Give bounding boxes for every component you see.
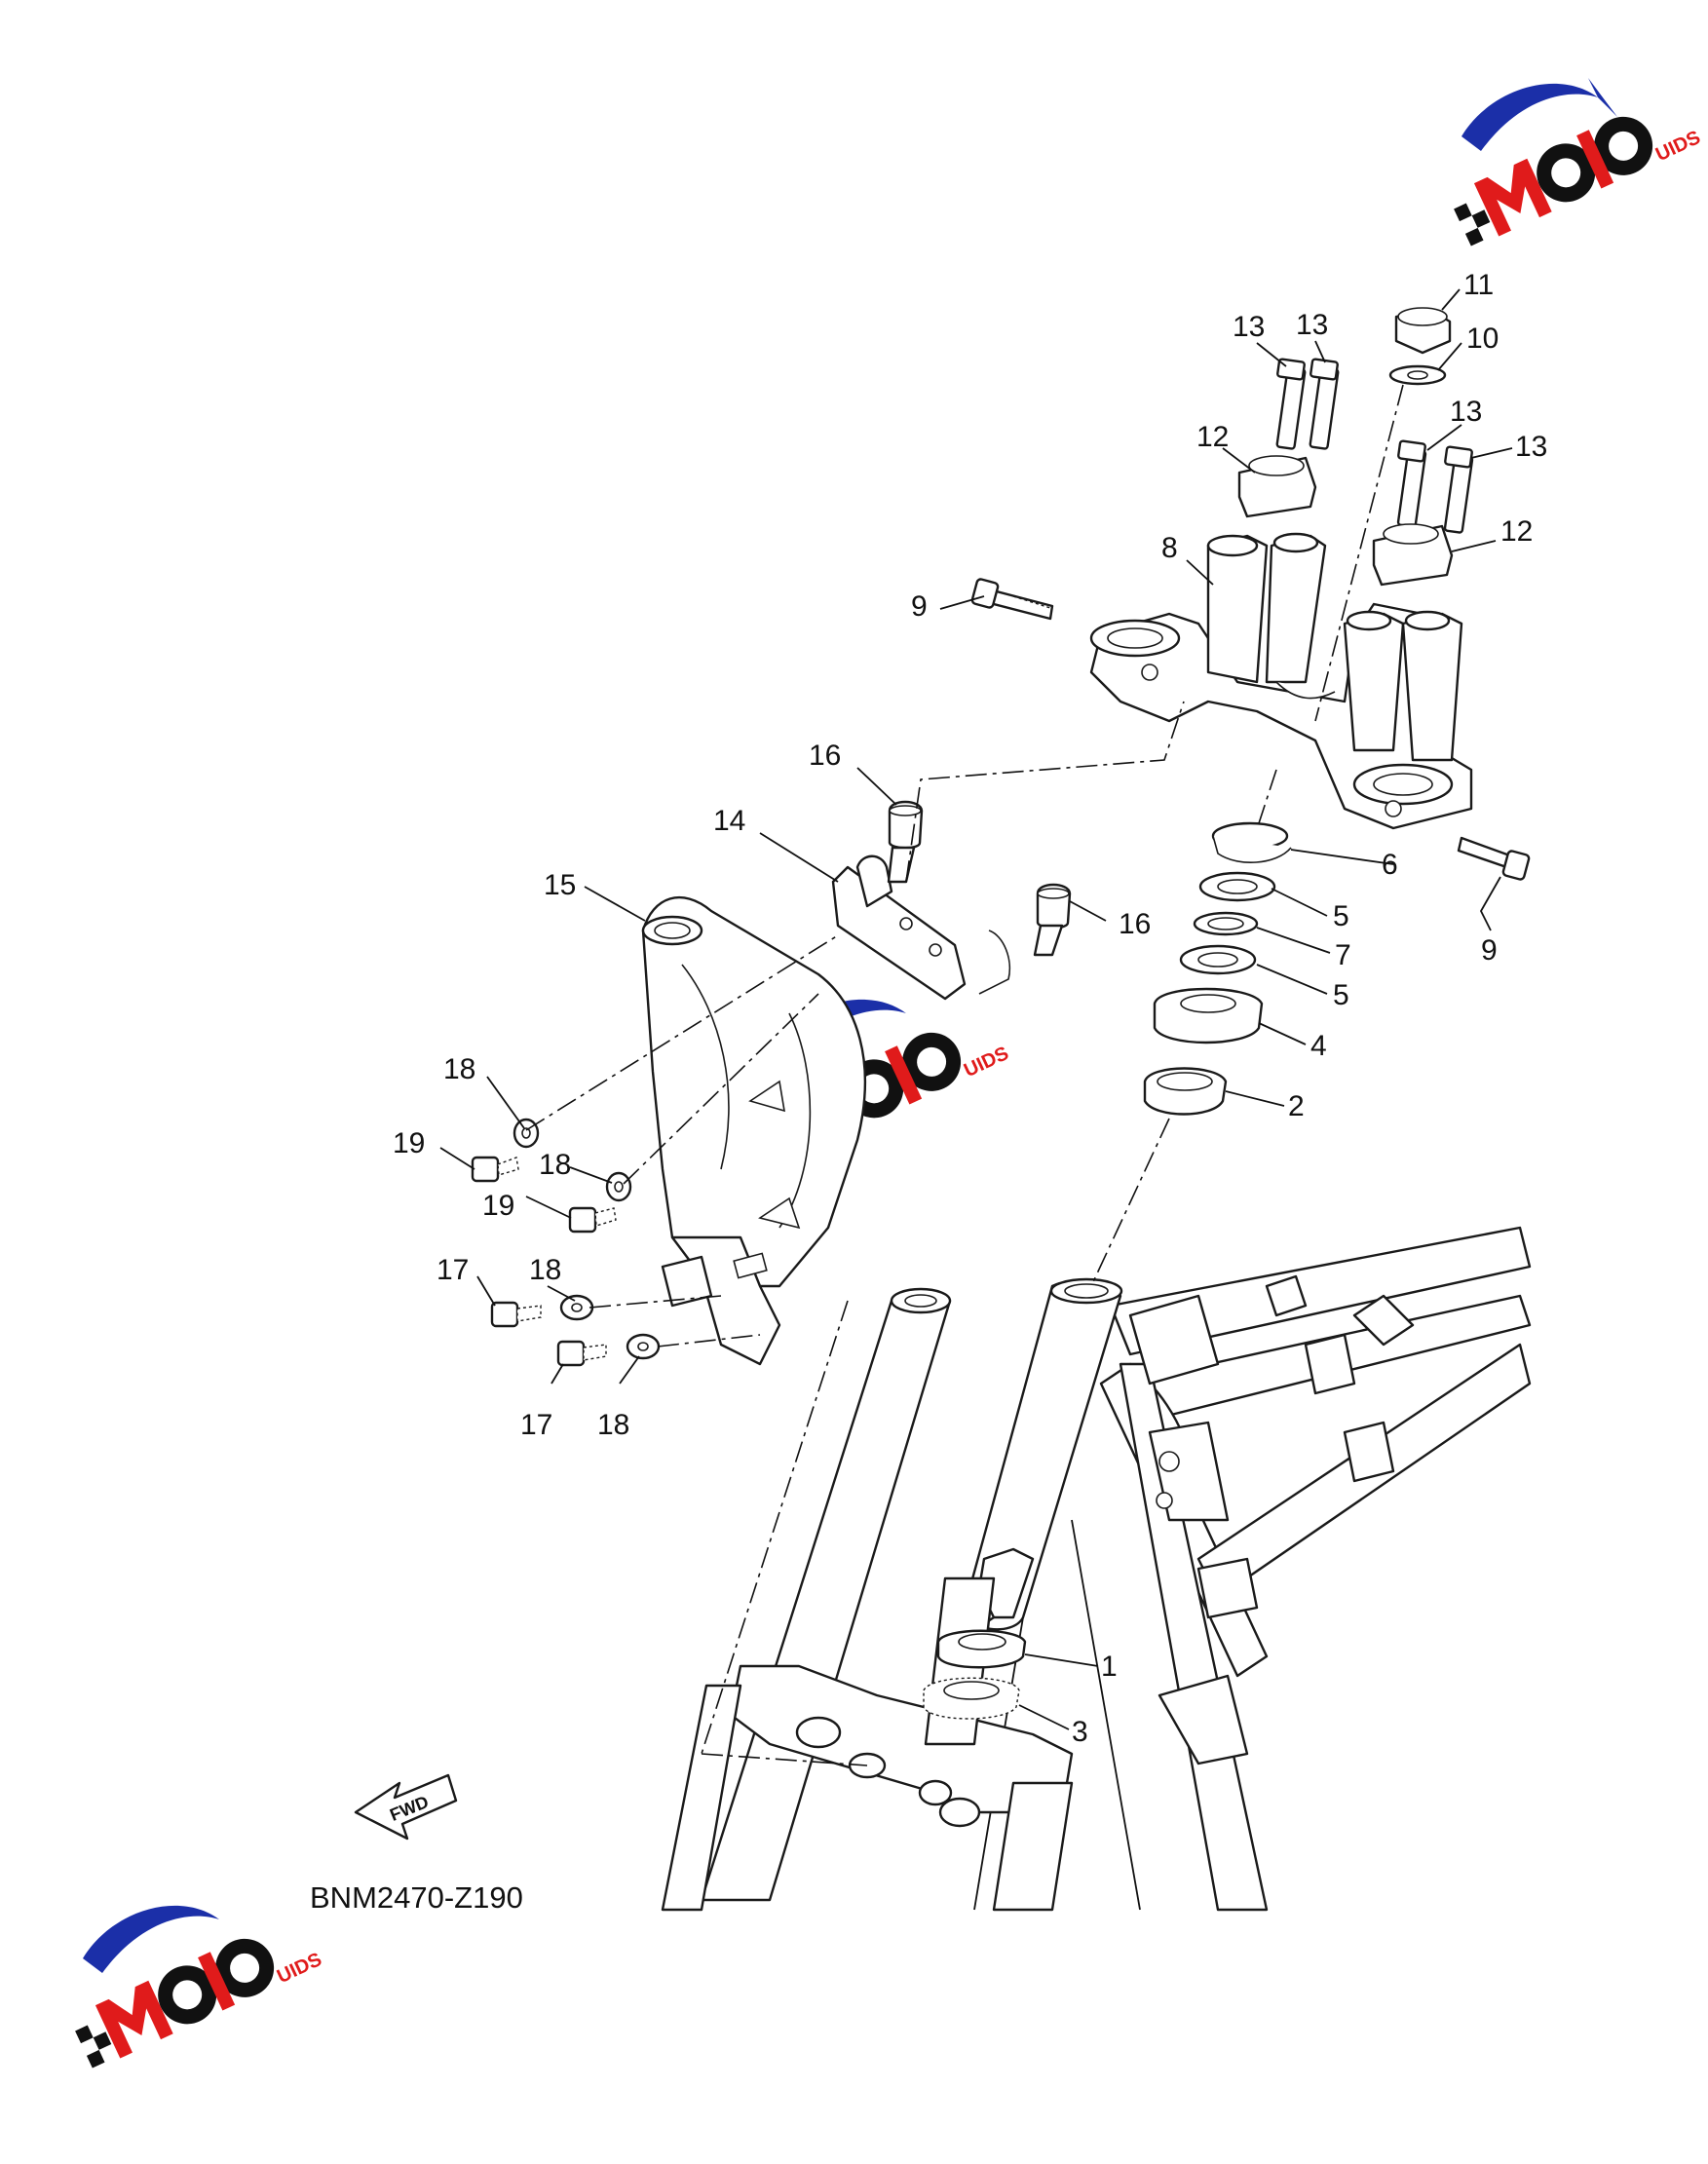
callout-14: 14: [713, 805, 745, 837]
callout-18b: 18: [539, 1149, 571, 1181]
callout-19b: 19: [482, 1190, 514, 1222]
cable-guide-14: [831, 854, 1010, 1001]
callout-12a: 12: [1196, 421, 1229, 453]
callout-15: 15: [544, 869, 576, 901]
callout-10: 10: [1466, 323, 1499, 355]
bearing-stack: [923, 821, 1292, 1720]
callout-5b: 5: [1333, 979, 1349, 1011]
callout-16b: 16: [1119, 908, 1151, 940]
front-fork-assembly: [661, 1287, 1074, 1912]
callout-16a: 16: [809, 740, 841, 772]
callout-17a: 17: [436, 1254, 469, 1286]
callout-19a: 19: [393, 1127, 425, 1159]
handlebar-holders-12: [1237, 455, 1454, 587]
callout-2: 2: [1288, 1090, 1305, 1122]
screws-washers-left: [471, 1118, 661, 1367]
headlight-stay-15: [641, 895, 867, 1366]
frame-assembly: [953, 1226, 1532, 1912]
callout-12b: 12: [1500, 515, 1533, 548]
callout-3: 3: [1072, 1716, 1088, 1748]
leader-lines: [439, 288, 1513, 1766]
callout-5a: 5: [1333, 900, 1349, 932]
bolt-9-right: [1457, 836, 1531, 881]
forward-direction-arrow: FWD: [354, 1773, 458, 1841]
bolts-13: [1275, 358, 1474, 534]
bolt-9-left: [970, 578, 1054, 621]
callout-18d: 18: [597, 1409, 629, 1441]
steering-stem-nut-11: [1394, 307, 1452, 355]
diagram-code: BNM2470-Z190: [310, 1880, 523, 1915]
callout-13b: 13: [1296, 309, 1328, 341]
moto-guids-logo-top-right: UIDS: [1454, 78, 1704, 247]
washer-10: [1388, 364, 1447, 386]
callout-18a: 18: [443, 1053, 475, 1085]
callout-13a: 13: [1233, 311, 1265, 343]
upper-triple-clamp: [1089, 532, 1473, 830]
callout-4: 4: [1310, 1030, 1327, 1062]
callout-9a: 9: [911, 590, 928, 623]
callout-13d: 13: [1515, 431, 1547, 463]
svg-text:UIDS: UIDS: [961, 1043, 1012, 1082]
callout-17b: 17: [520, 1409, 552, 1441]
moto-guids-logo-bottom-left: UIDS: [75, 1905, 325, 2069]
callout-7: 7: [1335, 939, 1351, 971]
callout-8: 8: [1161, 532, 1178, 564]
callout-18c: 18: [529, 1254, 561, 1286]
callout-labels: 1 2 3 4 5 5 6 7 8 9 9 10 11 12 12 13 13 …: [393, 269, 1547, 1748]
svg-text:UIDS: UIDS: [274, 1949, 325, 1988]
callout-6: 6: [1382, 849, 1398, 881]
callout-9b: 9: [1481, 934, 1498, 967]
callout-1: 1: [1101, 1651, 1118, 1683]
svg-text:UIDS: UIDS: [1652, 127, 1704, 166]
grommets-16: [887, 800, 1072, 957]
callout-13c: 13: [1450, 396, 1482, 428]
callout-11: 11: [1463, 269, 1494, 301]
